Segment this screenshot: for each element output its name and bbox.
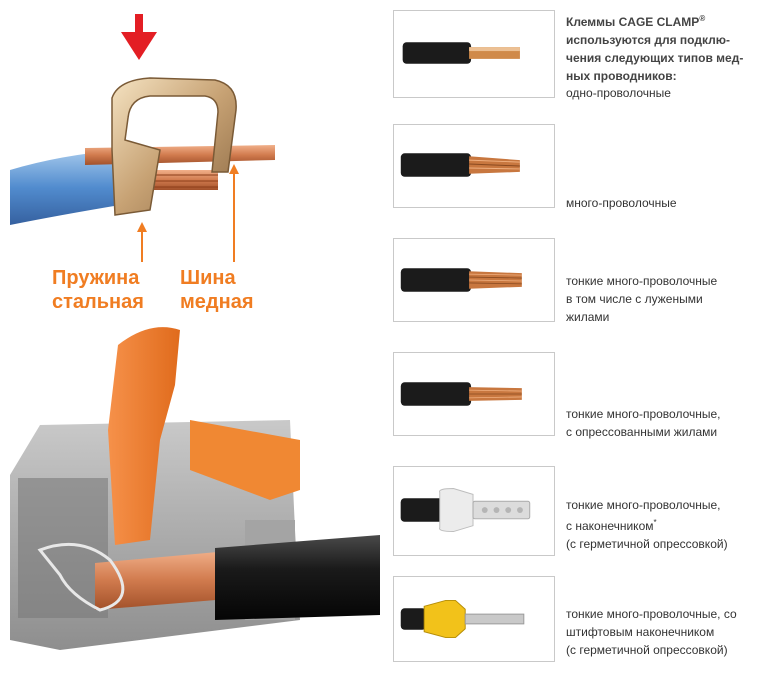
wire-type-pin-terminal-label: тонкие много-проволочные, со штифтовым н… [566, 607, 737, 657]
wire-image-crimped [393, 352, 555, 436]
press-arrow-icon [121, 14, 157, 60]
bus-label-line2: медная [180, 291, 254, 313]
wire-image-ferrule [393, 466, 555, 556]
intro-line4: ных проводников: [566, 69, 677, 83]
bus-label-line1: Шина [180, 267, 236, 289]
orange-lever [108, 327, 300, 545]
blue-wire [10, 150, 120, 225]
intro-line2: используются для подклю- [566, 33, 730, 47]
wire-image-fine-stranded [393, 238, 555, 322]
intro-line1: Клеммы CAGE CLAMP® [566, 14, 706, 29]
footnote-marker: * [653, 518, 657, 527]
wire-type-crimped-label: тонкие много-проволочные, с опрессованны… [566, 407, 721, 439]
intro-line3: чения следующих типов мед- [566, 51, 744, 65]
intro-heading: Клеммы CAGE CLAMP® используются для подк… [566, 10, 771, 85]
wire-type-fine-stranded-label: тонкие много-проволочные в том числе с л… [566, 274, 718, 324]
steel-spring [111, 77, 237, 216]
cage-clamp-illustration [10, 14, 380, 650]
spring-label: Пружина стальная [52, 266, 144, 314]
wire-image-pin-terminal [393, 576, 555, 662]
spring-label-line1: Пружина [52, 267, 140, 289]
wire-image-solid [393, 10, 555, 98]
wire-type-solid-label: одно-проволочные [566, 86, 671, 100]
wire-image-stranded [393, 124, 555, 208]
wire-type-ferrule-label: тонкие много-проволочные, с наконечником… [566, 498, 728, 551]
stranded-wire [37, 535, 380, 620]
spring-label-line2: стальная [52, 291, 144, 313]
wire-type-stranded-label: много-проволочные [566, 196, 677, 210]
bus-label: Шина медная [180, 266, 254, 314]
